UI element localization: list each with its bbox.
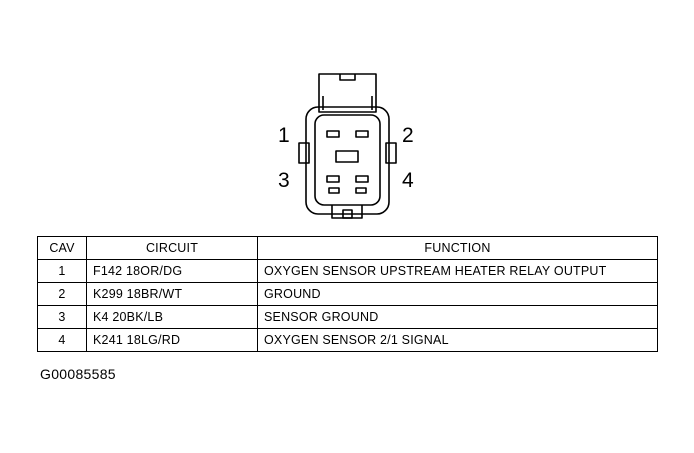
table-row: 3 K4 20BK/LB SENSOR GROUND [37,305,658,329]
connector-latch [318,73,377,113]
pin-label-4: 4 [402,169,414,192]
pin-label-1: 1 [278,124,290,147]
connector-diagram: 1 2 3 4 [278,73,414,219]
header-function: FUNCTION [257,236,658,260]
cell-function: OXYGEN SENSOR UPSTREAM HEATER RELAY OUTP… [257,259,658,283]
pin-label-3: 3 [278,169,290,192]
table-row: 2 K299 18BR/WT GROUND [37,282,658,306]
cell-cav: 3 [37,305,87,329]
cell-cav: 4 [37,328,87,352]
cell-circuit: F142 18OR/DG [86,259,258,283]
connector-bottom-key [331,205,363,219]
pinout-table: CAV CIRCUIT FUNCTION 1 F142 18OR/DG OXYG… [37,236,658,352]
cell-circuit: K4 20BK/LB [86,305,258,329]
cavity-4 [355,175,369,183]
header-circuit: CIRCUIT [86,236,258,260]
connector-housing-inner [314,114,381,206]
table-header-row: CAV CIRCUIT FUNCTION [37,236,658,260]
cell-function: GROUND [257,282,658,306]
header-cav: CAV [37,236,87,260]
cell-circuit: K299 18BR/WT [86,282,258,306]
figure-id: G00085585 [40,366,116,382]
cavity-3 [326,175,340,183]
connector-latch-notch [339,74,356,81]
pin-label-2: 2 [402,124,414,147]
connector-left-ear [298,142,310,164]
table-row: 1 F142 18OR/DG OXYGEN SENSOR UPSTREAM HE… [37,259,658,283]
cell-circuit: K241 18LG/RD [86,328,258,352]
cavity-lower-left [328,187,340,194]
cell-function: OXYGEN SENSOR 2/1 SIGNAL [257,328,658,352]
cell-cav: 2 [37,282,87,306]
connector-housing-outer [305,106,390,215]
cavity-lower-right [355,187,367,194]
table-row: 4 K241 18LG/RD OXYGEN SENSOR 2/1 SIGNAL [37,328,658,352]
cell-function: SENSOR GROUND [257,305,658,329]
cell-cav: 1 [37,259,87,283]
cavity-center [335,150,359,163]
cavity-1 [326,130,340,138]
cavity-2 [355,130,369,138]
connector-right-ear [385,142,397,164]
